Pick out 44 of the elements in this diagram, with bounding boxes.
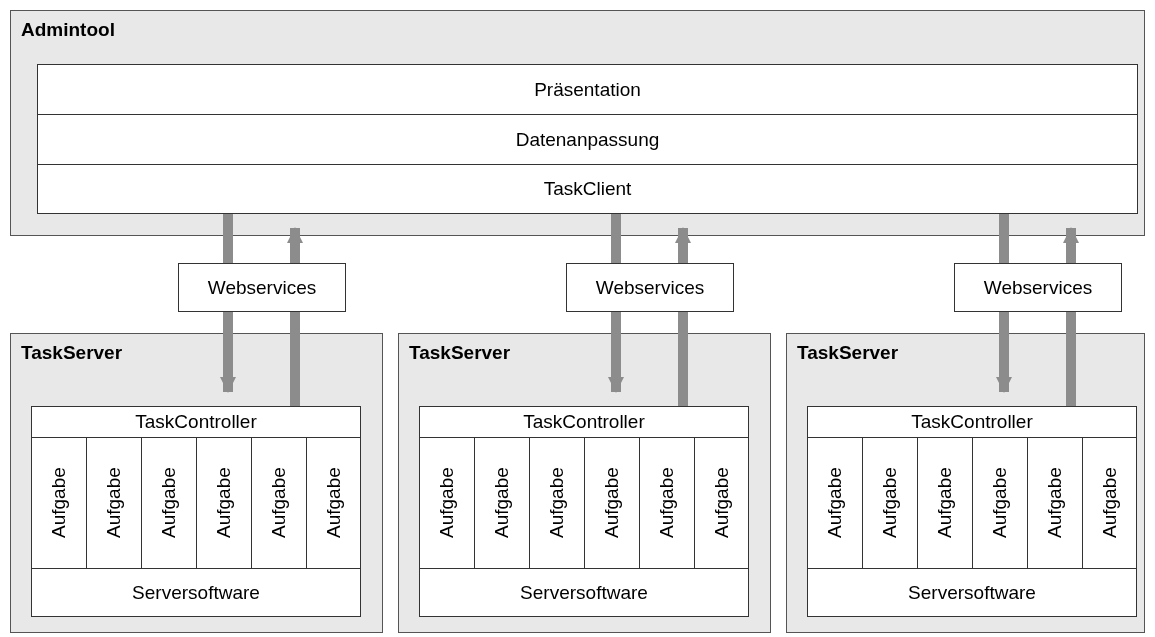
layer-box: TaskClient — [37, 164, 1138, 214]
task-column: Aufgabe — [1027, 437, 1083, 569]
panel-title: Admintool — [21, 19, 115, 41]
interface-box: Webservices — [954, 263, 1122, 312]
task-column: Aufgabe — [639, 437, 695, 569]
layer-box: Serversoftware — [807, 568, 1137, 617]
interface-box: Webservices — [178, 263, 346, 312]
panel-title: TaskServer — [409, 342, 511, 364]
application-panel — [10, 10, 1145, 236]
layer-box: Präsentation — [37, 64, 1138, 115]
task-column: Aufgabe — [86, 437, 142, 569]
arrow — [287, 227, 303, 263]
task-column: Aufgabe — [196, 437, 252, 569]
layer-box: Datenanpassung — [37, 114, 1138, 165]
task-column: Aufgabe — [972, 437, 1028, 569]
task-column: Aufgabe — [251, 437, 307, 569]
task-column: Aufgabe — [584, 437, 640, 569]
arrow — [996, 312, 1012, 393]
controller-box: TaskController — [807, 406, 1137, 438]
task-column: Aufgabe — [917, 437, 973, 569]
arrow — [220, 312, 236, 393]
task-column: Aufgabe — [31, 437, 87, 569]
task-column: Aufgabe — [141, 437, 197, 569]
task-column: Aufgabe — [474, 437, 530, 569]
arrow — [1063, 227, 1079, 263]
controller-box: TaskController — [31, 406, 361, 438]
arrow — [608, 312, 624, 393]
server-panel — [10, 333, 383, 633]
controller-box: TaskController — [419, 406, 749, 438]
task-column: Aufgabe — [807, 437, 863, 569]
server-panel — [398, 333, 771, 633]
task-column: Aufgabe — [306, 437, 361, 569]
panel-title: TaskServer — [797, 342, 899, 364]
interface-box: Webservices — [566, 263, 734, 312]
arrow — [675, 227, 691, 263]
task-column: Aufgabe — [862, 437, 918, 569]
layer-box: Serversoftware — [419, 568, 749, 617]
task-column: Aufgabe — [529, 437, 585, 569]
layer-box: Serversoftware — [31, 568, 361, 617]
server-panel — [786, 333, 1145, 633]
panel-title: TaskServer — [21, 342, 123, 364]
task-column: Aufgabe — [419, 437, 475, 569]
task-column: Aufgabe — [694, 437, 749, 569]
task-column: Aufgabe — [1082, 437, 1137, 569]
